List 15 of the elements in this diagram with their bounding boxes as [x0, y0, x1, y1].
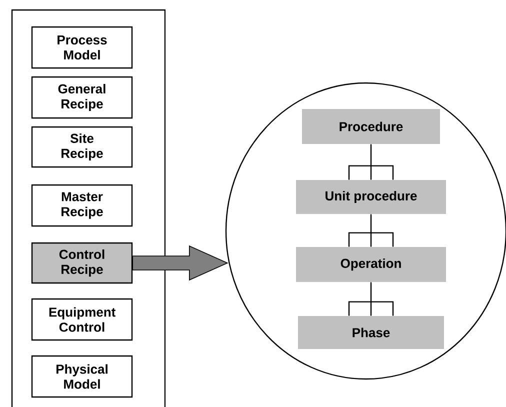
text-box: Master Recipe	[31, 184, 133, 227]
fork-connector	[348, 144, 394, 180]
text-box: Unit procedure	[296, 180, 446, 214]
block-arrow	[132, 245, 228, 281]
text-box: Physical Model	[31, 355, 133, 398]
fork-connector	[348, 282, 394, 316]
text-box: Control Recipe	[31, 242, 133, 284]
text-box: Operation	[296, 247, 446, 282]
text-box: Equipment Control	[31, 298, 133, 341]
text-box: Process Model	[31, 26, 133, 69]
text-box: Site Recipe	[31, 126, 133, 168]
text-box: Procedure	[302, 109, 440, 144]
fork-connector	[348, 214, 394, 248]
text-box: Phase	[298, 316, 444, 349]
text-box: General Recipe	[31, 76, 133, 119]
